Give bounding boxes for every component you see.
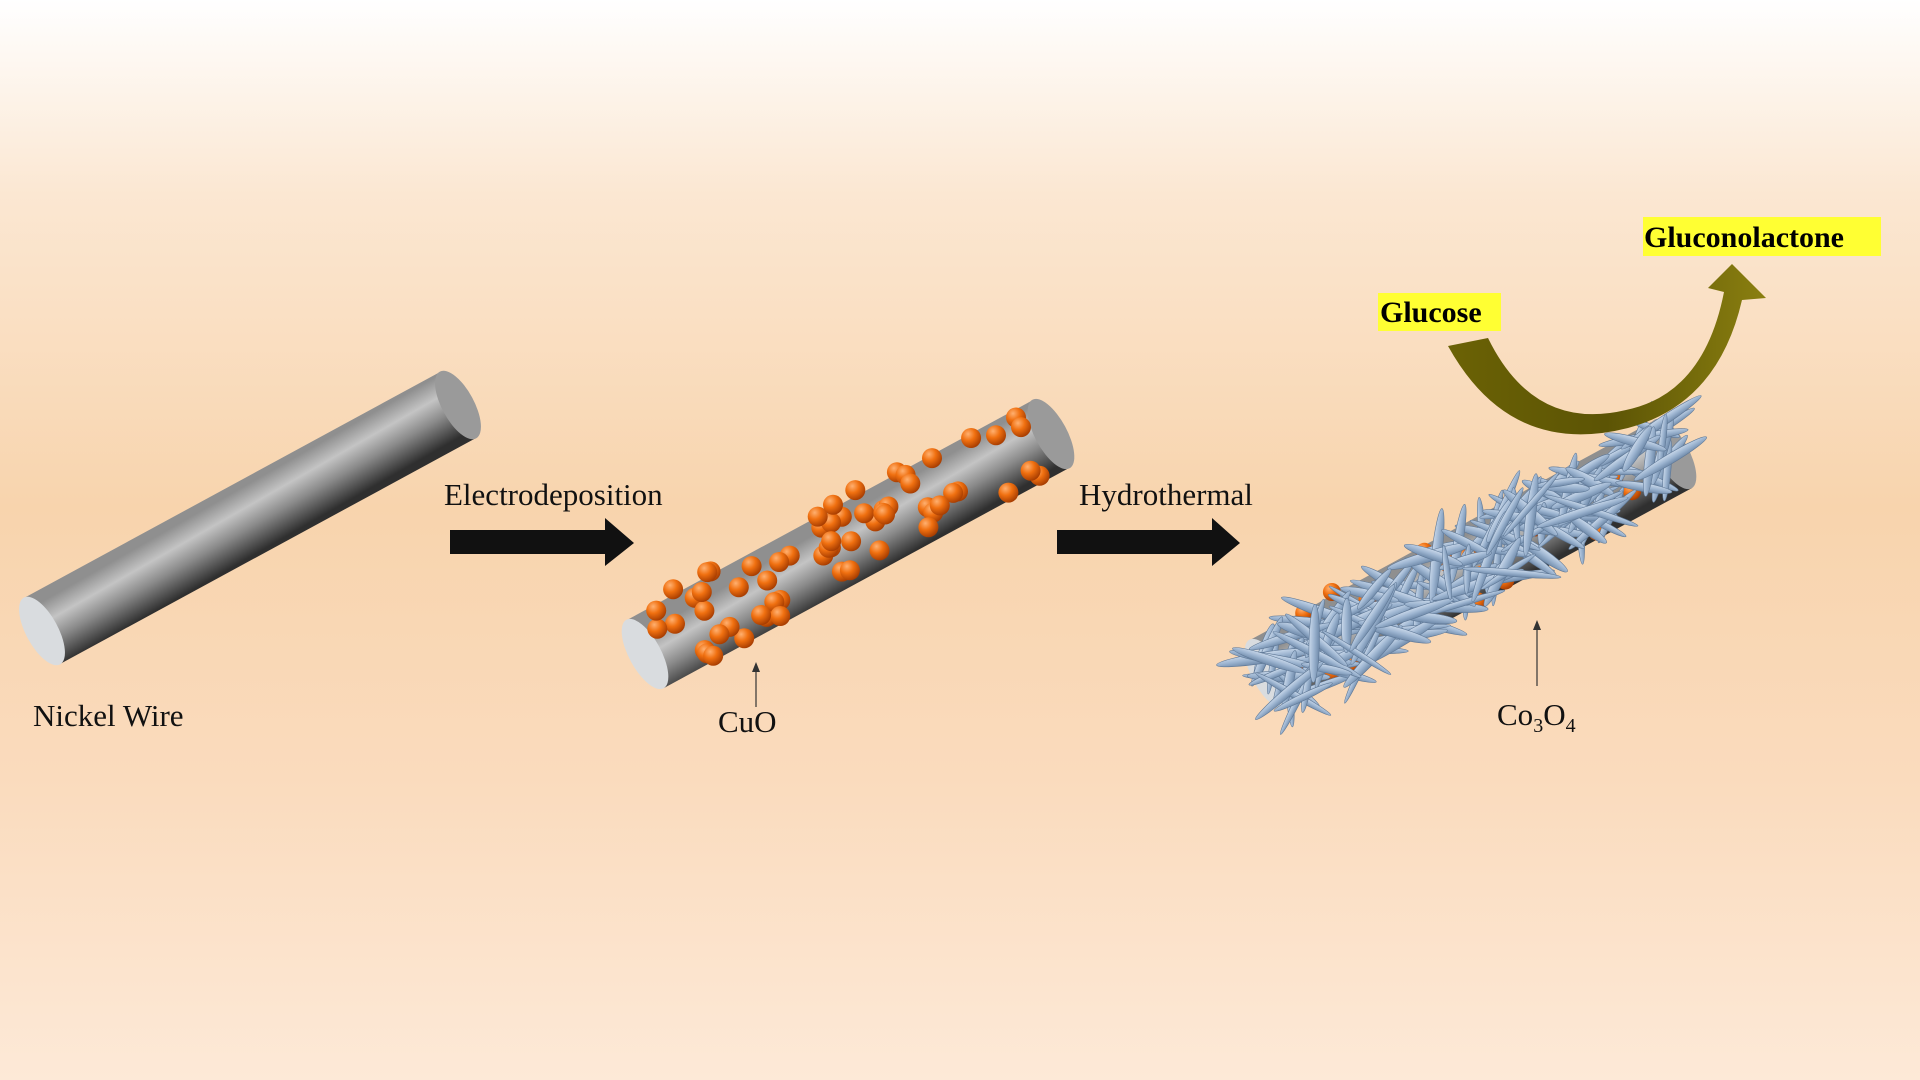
co3o4-needle [1343, 625, 1403, 688]
co3o4-needle [1633, 436, 1707, 481]
cuo-label: CuO [718, 704, 777, 739]
cuo-particle [694, 600, 715, 621]
cuo-particle [691, 582, 712, 602]
cuo-particle [986, 425, 1006, 446]
co3o4-needle [1341, 598, 1353, 653]
co3o4-coated-wire [1216, 395, 1707, 735]
nickel-wire-label: Nickel Wire [33, 698, 184, 733]
electrodeposition-label: Electrodeposition [444, 477, 663, 512]
co3o4-needles [1216, 395, 1707, 735]
cuo-particle [709, 624, 730, 645]
gluconolactone-highlight [1643, 217, 1881, 256]
cuo-particle [929, 495, 950, 516]
cuo-particle [841, 531, 862, 552]
co3o4-needle [1503, 472, 1559, 537]
cuo-particle [647, 618, 668, 639]
cuo-particle [998, 482, 1019, 503]
cuo-particle [854, 503, 875, 524]
co3o4-needle [1622, 425, 1652, 472]
cuo-particle [734, 628, 755, 649]
co3o4-needle [1356, 568, 1392, 610]
cuo-particle [845, 480, 866, 501]
electrodeposition-arrow [450, 518, 634, 566]
cuo-particle [961, 428, 982, 448]
cuo-particle [757, 570, 778, 591]
cuo-particle [869, 540, 890, 561]
cuo-particle [821, 531, 842, 552]
cuo-particle [703, 645, 724, 666]
cuo-particle [665, 613, 685, 634]
cuo-particle [769, 552, 790, 572]
co3o4-needle [1442, 544, 1452, 600]
cuo-coated-wire [621, 398, 1075, 690]
cuo-particle [943, 482, 964, 503]
cuo-particle [751, 605, 772, 625]
cuo-particle [663, 579, 684, 600]
cuo-particle [728, 577, 749, 598]
co3o4-needle [1462, 566, 1562, 579]
cuo-particle [770, 606, 791, 626]
cuo-pointer [752, 662, 760, 707]
co3o4-pointer [1533, 620, 1541, 686]
cuo-particle [741, 556, 762, 577]
hydrothermal-label: Hydrothermal [1079, 477, 1253, 512]
cuo-particle [918, 517, 939, 538]
reaction-arrow [1448, 264, 1766, 435]
cuo-particle [875, 504, 895, 525]
cuo-particle [839, 560, 860, 581]
co3o4-needle [1255, 661, 1324, 720]
co3o4-needle [1322, 630, 1392, 675]
cuo-particle [697, 562, 718, 583]
co3o4-needle [1349, 584, 1395, 652]
co3o4-needle [1374, 598, 1454, 629]
glucose-highlight [1378, 293, 1501, 331]
co3o4-needle [1486, 487, 1524, 556]
co3o4-needle [1536, 496, 1629, 528]
gluconolactone-label: Gluconolactone [1644, 221, 1844, 254]
cuo-particle [1011, 417, 1031, 438]
nickel-wire [19, 370, 481, 666]
hydrothermal-arrow [1057, 518, 1240, 566]
cuo-particle [807, 506, 828, 527]
cuo-particles [646, 407, 1050, 666]
cuo-particle [1020, 460, 1041, 481]
glucose-label: Glucose [1380, 296, 1482, 329]
co3o4-needle [1308, 604, 1320, 683]
co3o4-label: Co3O4 [1497, 697, 1576, 737]
cuo-particle [922, 448, 942, 469]
cuo-particle [900, 473, 921, 494]
co3o4-needle [1273, 682, 1333, 712]
cuo-particle [646, 600, 667, 621]
cuo-particle [823, 494, 843, 515]
